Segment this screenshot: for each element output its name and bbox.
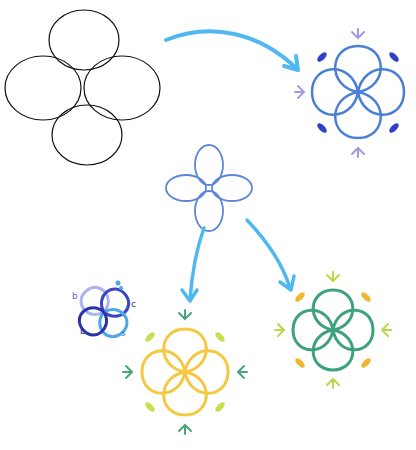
petal-letter: s [121,329,126,338]
petal-letter: c [131,300,136,309]
petal-letter: b [72,292,78,301]
petal-letter: b [80,327,86,336]
